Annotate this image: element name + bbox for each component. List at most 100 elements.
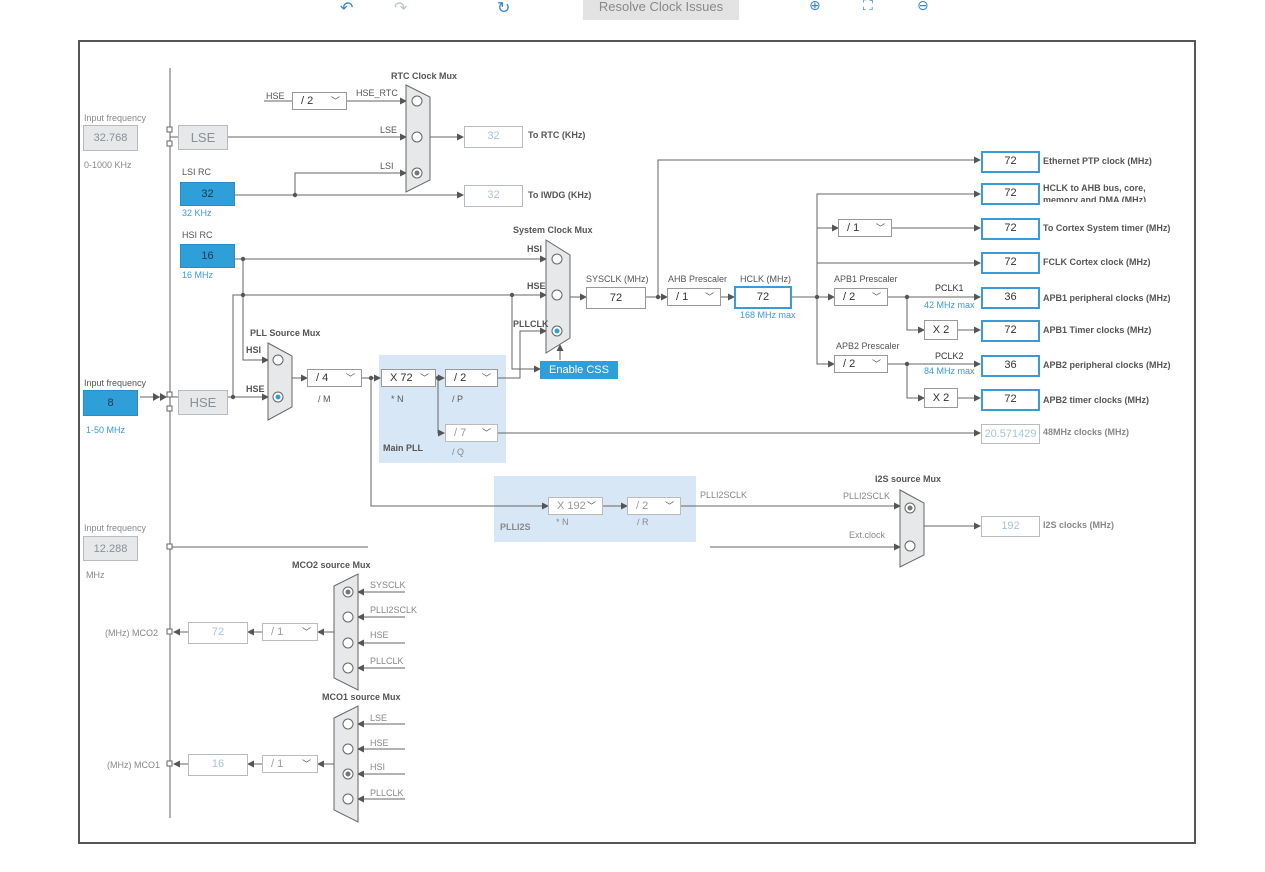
apb1-peripheral-output: 36: [981, 287, 1040, 309]
pclk2-max: 84 MHz max: [924, 366, 975, 376]
resolve-clock-issues-button[interactable]: Resolve Clock Issues: [583, 0, 739, 20]
rtc-hse-label: HSE: [266, 91, 285, 101]
mco1-in-hse: HSE: [370, 738, 389, 748]
pll-q-select[interactable]: / 7﹀: [445, 424, 498, 442]
redo-icon[interactable]: ↷: [394, 0, 408, 17]
pclk1-max: 42 MHz max: [924, 300, 975, 310]
rtc-lsi-label: LSI: [380, 161, 394, 171]
hsi-value: 16: [180, 244, 235, 268]
pll-source-radio-hse[interactable]: [272, 391, 284, 403]
mco1-radio-hsi[interactable]: [342, 768, 354, 780]
rtc-hse-div-select[interactable]: / 2﹀: [292, 92, 347, 110]
mco1-radio-hse[interactable]: [342, 743, 354, 755]
plli2s-n-select[interactable]: X 192﹀: [548, 497, 603, 515]
chevron-down-icon: ﹀: [419, 373, 429, 383]
chevron-down-icon: ﹀: [330, 96, 340, 106]
plli2s-r-select[interactable]: / 2﹀: [627, 497, 681, 515]
mco1-radio-pllclk[interactable]: [342, 793, 354, 805]
plli2sclk-out-label: PLLI2SCLK: [700, 490, 748, 500]
mco1-in-lse: LSE: [370, 713, 388, 723]
pll-source-mux-title: PLL Source Mux: [250, 328, 321, 338]
mco1-radio-lse[interactable]: [342, 718, 354, 730]
hse-input-field[interactable]: 8: [83, 390, 138, 416]
fit-icon[interactable]: ⛶: [863, 0, 873, 14]
mco1-div-select[interactable]: / 1﹀: [262, 755, 318, 773]
hsi-label: HSI RC: [182, 230, 213, 240]
mco1-output: 16: [188, 754, 248, 776]
sysclk-radio-hse[interactable]: [551, 289, 563, 301]
pll-q-label: / Q: [452, 447, 465, 457]
lsi-value: 32: [180, 182, 235, 206]
cortex-timer-label: To Cortex System timer (MHz): [1043, 223, 1171, 233]
i2s-mux-in2: Ext.clock: [849, 530, 886, 540]
chevron-down-icon: ﹀: [875, 223, 885, 233]
mco2-in-pllclk: PLLCLK: [370, 656, 404, 666]
enable-css-button[interactable]: Enable CSS: [540, 361, 618, 379]
zoom-in-icon[interactable]: ⊕: [809, 0, 821, 14]
mco2-radio-plli2sclk[interactable]: [342, 611, 354, 623]
mco2-radio-hse[interactable]: [342, 637, 354, 649]
chevron-down-icon: ﹀: [871, 292, 881, 302]
chevron-down-icon: ﹀: [704, 292, 714, 302]
undo-icon[interactable]: ↶: [340, 0, 354, 17]
fclk-output: 72: [981, 252, 1040, 274]
chevron-down-icon: ﹀: [664, 501, 674, 511]
main-pll-label: Main PLL: [383, 443, 423, 453]
iwdg-output-label: To IWDG (KHz): [528, 190, 592, 200]
ext-unit: MHz: [86, 570, 105, 580]
apb2-prescaler-label: APB2 Prescaler: [836, 341, 900, 351]
rtc-hse-rtc-label: HSE_RTC: [356, 88, 398, 98]
pll-n-select[interactable]: X 72﹀: [381, 369, 436, 387]
mco2-mux-title: MCO2 source Mux: [292, 560, 371, 570]
sysclk-hsi-label: HSI: [527, 244, 543, 254]
pll-m-label: / M: [318, 394, 331, 404]
i2s-radio-ext-clock[interactable]: [904, 540, 916, 552]
apb2-prescaler-select[interactable]: / 2﹀: [834, 355, 888, 373]
zoom-out-icon[interactable]: ⊖: [917, 0, 929, 14]
pll-hsi-label: HSI: [246, 345, 262, 355]
mco1-in-hsi: HSI: [370, 762, 386, 772]
lse-input-label: Input frequency: [84, 113, 147, 123]
hse-box: HSE: [178, 390, 228, 415]
lsi-label: LSI RC: [182, 167, 212, 177]
rtc-radio-hse[interactable]: [411, 95, 423, 107]
apb1-prescaler-label: APB1 Prescaler: [834, 274, 898, 284]
lse-input-field[interactable]: 32.768: [83, 125, 138, 151]
mco2-radio-pllclk[interactable]: [342, 662, 354, 674]
pll-source-radio-hsi[interactable]: [272, 354, 284, 366]
pll-m-select[interactable]: / 4﹀: [307, 369, 362, 387]
chevron-down-icon: ﹀: [871, 359, 881, 369]
ext-input-field[interactable]: 12.288: [83, 536, 138, 561]
chevron-down-icon: ﹀: [481, 373, 491, 383]
hse-input-label: Input frequency: [84, 378, 147, 388]
hclk-input[interactable]: 72: [734, 286, 792, 309]
apb1-prescaler-select[interactable]: / 2﹀: [834, 288, 888, 306]
cortex-timer-div-select[interactable]: / 1﹀: [838, 219, 892, 237]
apb2-timer-label: APB2 timer clocks (MHz): [1043, 395, 1150, 405]
mco2-radio-sysclk[interactable]: [342, 586, 354, 598]
mco2-div-select[interactable]: / 1﹀: [262, 623, 318, 641]
reset-icon[interactable]: ↻: [497, 0, 511, 17]
sysclk-hse-label: HSE: [527, 281, 546, 291]
sysclk-radio-hsi[interactable]: [551, 253, 563, 265]
rtc-radio-lsi[interactable]: [411, 167, 423, 179]
hsi-freq: 16 MHz: [182, 270, 214, 280]
apb2-peripheral-output: 36: [981, 355, 1040, 377]
chevron-down-icon: ﹀: [586, 501, 596, 511]
pclk1-label: PCLK1: [935, 283, 964, 293]
lse-range: 0-1000 KHz: [84, 160, 132, 170]
pll-p-select[interactable]: / 2﹀: [445, 369, 498, 387]
sysclk-pllclk-label: PLLCLK: [513, 319, 549, 329]
iwdg-output: 32: [464, 185, 523, 207]
rtc-radio-lse[interactable]: [411, 131, 423, 143]
sysclk-value: 72: [586, 287, 646, 309]
i2s-radio-plli2sclk[interactable]: [904, 502, 916, 514]
ahb-prescaler-select[interactable]: / 1﹀: [667, 288, 721, 306]
hclk-label: HCLK (MHz): [740, 274, 791, 284]
mco2-output: 72: [188, 622, 248, 644]
apb2-timer-multiplier: X 2: [924, 388, 958, 408]
sysclk-radio-pllclk[interactable]: [551, 325, 563, 337]
hclk-ahb-label: HCLK to AHB bus, core, memory and DMA (M…: [1043, 183, 1147, 202]
hse-range: 1-50 MHz: [86, 425, 126, 435]
